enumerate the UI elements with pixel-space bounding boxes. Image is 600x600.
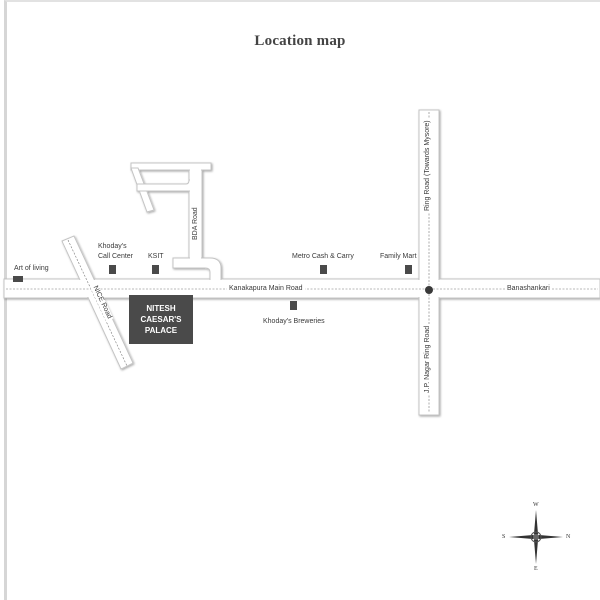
ksit-marker (152, 265, 159, 274)
compass-e-label: E (534, 566, 538, 572)
khodays-breweries-marker (290, 301, 297, 310)
ksit-label: KSIT (148, 253, 164, 260)
art-of-living-label: Art of living (14, 265, 49, 272)
page-title: Location map (254, 33, 346, 49)
kanakapura-road-label: Kanakapura Main Road (227, 285, 305, 293)
ring-road-north-label: Ring Road (Towards Mysore) (424, 118, 432, 213)
art-of-living-marker (13, 276, 23, 282)
khodays-call-center-marker (109, 265, 116, 274)
compass-w-label: W (533, 502, 539, 508)
metro-cash-carry-marker (320, 265, 327, 274)
compass-s-label: S (502, 534, 506, 540)
metro-cash-carry-label: Metro Cash & Carry (292, 253, 354, 260)
khodays-call-center-label-2: Call Center (98, 253, 134, 260)
project-name-line-1: NITESH (146, 304, 176, 313)
compass-n-label: N (566, 534, 571, 540)
family-mart-marker (405, 265, 412, 274)
khodays-breweries-label: Khoday's Breweries (263, 318, 325, 325)
banashankari-label: Banashankari (505, 285, 552, 293)
bda-road-label: BDA Road (192, 207, 199, 240)
junction-marker (425, 286, 433, 294)
project-marker-nitesh-caesars-palace: NITESH CAESAR'S PALACE (129, 295, 193, 344)
jp-nagar-ring-road-label: J.P. Nagar Ring Road (424, 323, 432, 395)
project-name-line-2: CAESAR'S (140, 315, 182, 324)
khodays-call-center-label-1: Khoday's (98, 243, 127, 250)
project-name-line-3: PALACE (144, 326, 178, 335)
family-mart-label: Family Mart (380, 253, 417, 260)
compass-rose (509, 510, 563, 564)
